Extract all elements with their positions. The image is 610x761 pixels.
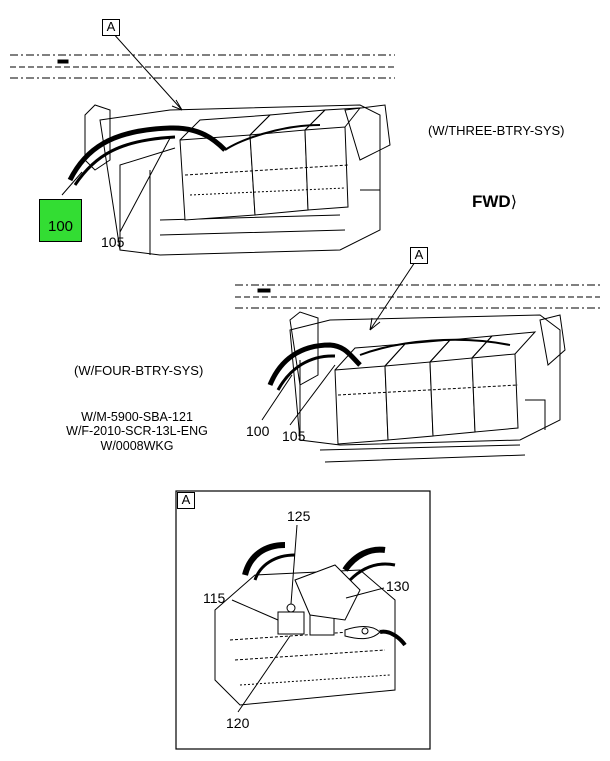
callout-120[interactable]: 120 <box>226 715 250 731</box>
detail-ref-box-mid: A <box>410 247 428 264</box>
four-battery-label: (W/FOUR-BTRY-SYS) <box>74 363 204 378</box>
callout-100-mid[interactable]: 100 <box>246 423 270 439</box>
detail-a-drawing <box>214 542 407 706</box>
note-line-1: W/M-5900-SBA-121 <box>81 410 193 424</box>
fwd-arrow-icon: ⟩ <box>510 194 517 211</box>
callout-130[interactable]: 130 <box>386 578 410 594</box>
battery-mid-4 <box>471 331 537 433</box>
forward-indicator: FWD⟩ <box>472 192 517 212</box>
leader-lines-detail <box>231 524 385 713</box>
note-line-3: W/0008WKG <box>100 438 174 453</box>
callout-100-highlighted[interactable]: 100 <box>39 199 82 242</box>
callout-105-top[interactable]: 105 <box>101 234 125 250</box>
detail-ref-box-top: A <box>102 19 120 36</box>
three-battery-assembly <box>10 54 395 256</box>
detail-a-frame <box>175 490 431 750</box>
battery-top-3 <box>304 107 362 211</box>
callout-115[interactable]: 115 <box>203 590 226 606</box>
leader-lines-mid <box>261 261 416 426</box>
fwd-label: FWD <box>472 192 511 211</box>
callout-125[interactable]: 125 <box>287 508 311 524</box>
callout-105-mid[interactable]: 105 <box>282 428 306 444</box>
detail-a-box-label: A <box>177 492 195 509</box>
four-battery-assembly <box>235 284 600 463</box>
three-battery-label: (W/THREE-BTRY-SYS) <box>428 123 565 138</box>
applicability-notes: W/M-5900-SBA-121 W/F-2010-SCR-13L-ENG W/… <box>62 410 212 453</box>
leader-lines-top <box>61 31 183 233</box>
note-line-2: W/F-2010-SCR-13L-ENG <box>66 424 208 439</box>
